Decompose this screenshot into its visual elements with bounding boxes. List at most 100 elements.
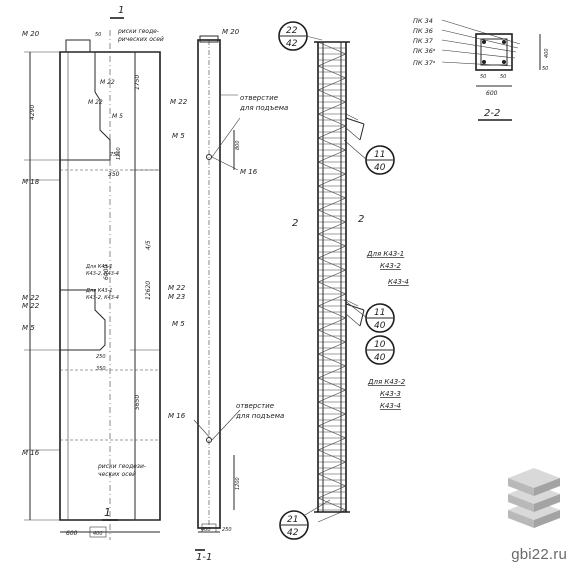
sec-dim-50-a: 50	[480, 74, 486, 80]
leader	[193, 419, 213, 441]
marker-m5: M 5	[22, 324, 35, 332]
section-2-2-outline	[475, 33, 513, 71]
bubble-mid-3	[365, 335, 395, 365]
legend-pk36a: ПК 36ᵃ	[413, 47, 436, 55]
diagonal-bar	[317, 233, 347, 247]
diagonal-bar	[317, 341, 347, 355]
diagonal-bar	[317, 137, 347, 151]
leader	[441, 19, 521, 45]
rebar-dot	[502, 60, 506, 64]
bubble-top-upper: 22	[286, 26, 298, 36]
marker-mid-m22-b: M 22	[88, 99, 103, 106]
legend-pk37a: ПК 37ᵃ	[413, 59, 436, 67]
dim-box	[201, 523, 217, 533]
lifting-hole-bottom	[206, 437, 212, 443]
section-cap	[199, 35, 219, 43]
side-mark-right: 2	[358, 214, 364, 225]
bubble-mid-2-upper: 11	[374, 308, 385, 318]
dim-box	[89, 526, 107, 538]
bracket-note-2a: Для К43-1	[85, 288, 113, 294]
console-bar	[345, 127, 361, 141]
dim-r-800: 800	[235, 140, 241, 150]
group-2-b: К43-3	[380, 390, 401, 398]
section-labels: M 20 M 22 M 5 M 16 M 22 M 23 M 5 M 16 от…	[95, 28, 288, 563]
bubble-mid-1-upper: 11	[374, 150, 385, 160]
diagonal-bar	[317, 161, 347, 175]
dim-r-1200: 1200	[235, 477, 241, 490]
diagonal-bar	[317, 41, 347, 55]
bubble-mid-1	[365, 145, 395, 175]
section-2-2-label: 2-2	[484, 108, 500, 119]
console-bar	[345, 113, 359, 121]
diagonal-bar	[317, 425, 347, 439]
sec-dim-600: 600	[486, 90, 498, 97]
console-bar	[359, 123, 365, 141]
diagonal-bar	[317, 473, 347, 487]
geodetic-note-bottom-1: риски геодези-	[97, 463, 146, 470]
marker-mid-m5: M 5	[112, 113, 123, 120]
side-mark-left: 2	[292, 218, 298, 229]
slab-side	[534, 510, 560, 528]
leader	[441, 39, 517, 53]
legend-pk34: ПК 34	[413, 17, 433, 25]
marker-r-m16-b: M 16	[168, 412, 186, 420]
geodetic-note-bottom-2: ческих осей	[98, 471, 136, 478]
dim-350: 350	[108, 171, 120, 178]
group-1-c: К43-4	[388, 278, 409, 286]
dim-r-400: 400	[201, 527, 211, 533]
marker-r-m22: M 22	[170, 98, 188, 106]
group-1-b: К43-2	[380, 262, 401, 270]
rebar-dot	[482, 60, 486, 64]
slab-side	[508, 510, 534, 528]
marker-r-m5: M 5	[172, 132, 185, 140]
leader	[441, 29, 519, 49]
stacked-slabs-icon	[508, 468, 560, 528]
marker-r-m5-b: M 5	[172, 320, 185, 328]
bubble-mid-2	[365, 303, 395, 333]
dim-250: 250	[96, 354, 106, 360]
bracket-note-1a: Для К43-1	[85, 264, 113, 270]
bubble-top-lower: 42	[286, 39, 298, 49]
slab-side	[508, 494, 534, 512]
dim-1750: 1750	[134, 75, 141, 90]
reinforcement-cage	[314, 41, 365, 523]
bubble-bottom-lower: 42	[287, 528, 299, 538]
section-2-2	[441, 19, 541, 121]
dim-350-b: 350	[96, 366, 106, 372]
console-bar	[345, 299, 359, 307]
diagonal-bar	[317, 413, 347, 427]
marker-r-m20: M 20	[222, 28, 240, 36]
leader	[211, 117, 241, 158]
column-elevation	[24, 17, 161, 540]
marker-m20: M 20	[22, 30, 40, 38]
sec-dim-50-b: 50	[500, 74, 506, 80]
diagonal-bar	[317, 317, 347, 331]
diagonal-bar	[317, 53, 347, 67]
diagonal-bar	[317, 293, 347, 307]
diagonal-bar	[317, 401, 347, 415]
section-column	[193, 35, 241, 551]
geodetic-note-top-2: рических осей	[117, 36, 164, 43]
legend-pk36: ПК 36	[413, 27, 433, 35]
hole-note-bottom-1: отверстие	[236, 402, 274, 410]
bubble-mid-3-upper: 10	[374, 340, 386, 350]
dim-1200: 1200	[116, 147, 122, 160]
marker-r-m16: M 16	[240, 168, 258, 176]
console-bar	[359, 309, 365, 327]
diagonal-bar	[317, 377, 347, 391]
marker-r-m23: M 23	[168, 293, 185, 301]
leader	[304, 499, 331, 516]
diagonal-bar	[317, 305, 347, 319]
marker-mid-m22: M 22	[100, 79, 115, 86]
leader	[441, 49, 516, 59]
diagonal-bar	[317, 173, 347, 187]
section-2-2-labels: ПК 34 ПК 36 ПК 37 ПК 36ᵃ ПК 37ᵃ 50 50 60…	[413, 17, 550, 119]
diagonal-bar	[317, 65, 347, 79]
dim-4-5: 4/5	[145, 240, 152, 250]
group-2-a: Для К43-2	[367, 378, 406, 386]
rebar-dot	[502, 40, 506, 44]
sec-dim-50-c: 50	[542, 66, 548, 72]
dim-r-50: 50	[95, 32, 101, 38]
dim-r-250: 250	[222, 527, 232, 533]
cut-mark-bottom: 1	[104, 506, 111, 519]
